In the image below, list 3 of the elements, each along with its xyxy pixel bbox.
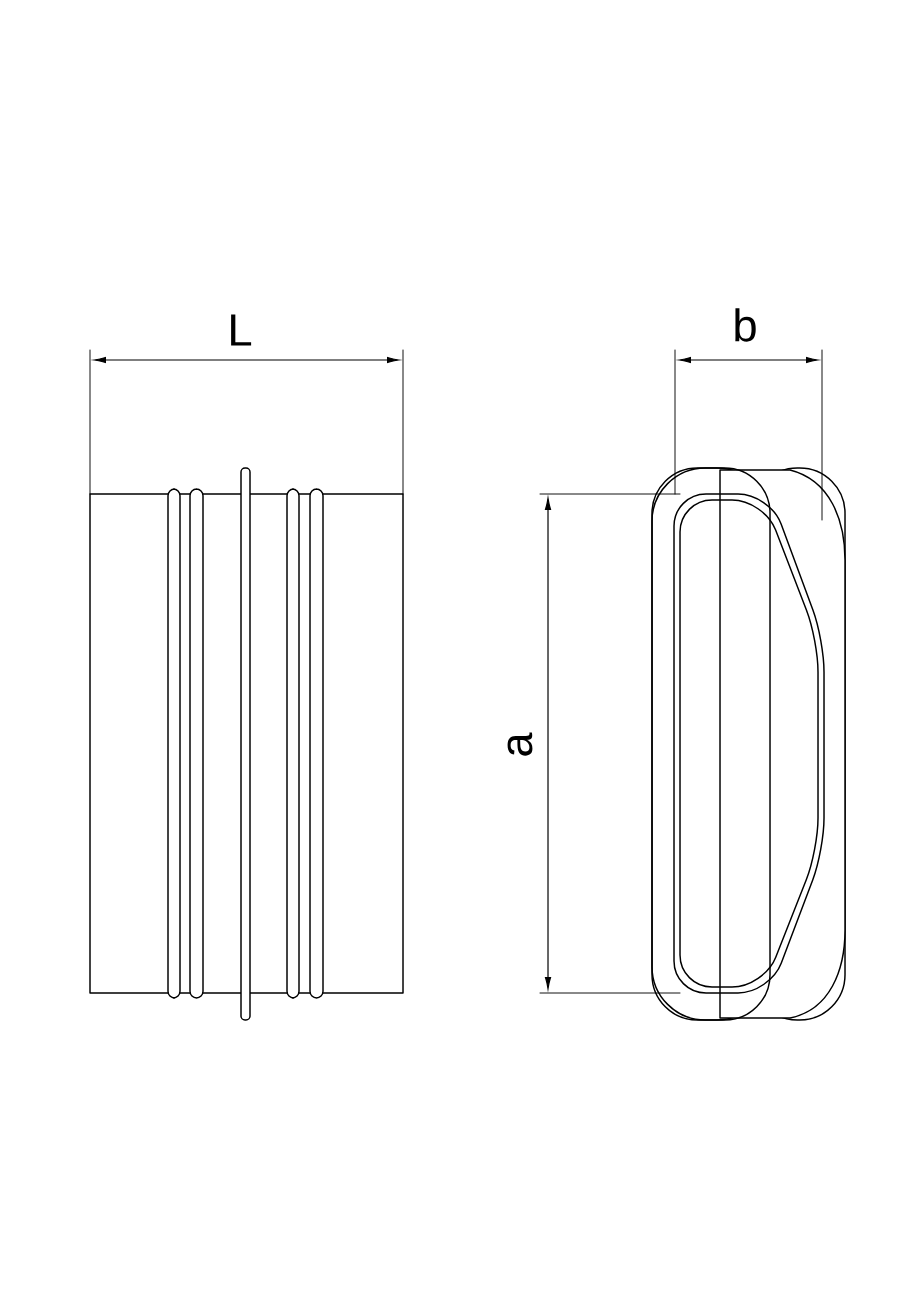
dimension-label: b: [735, 308, 756, 342]
dimension-label: L: [231, 314, 252, 346]
dimension-label: a: [507, 732, 533, 756]
